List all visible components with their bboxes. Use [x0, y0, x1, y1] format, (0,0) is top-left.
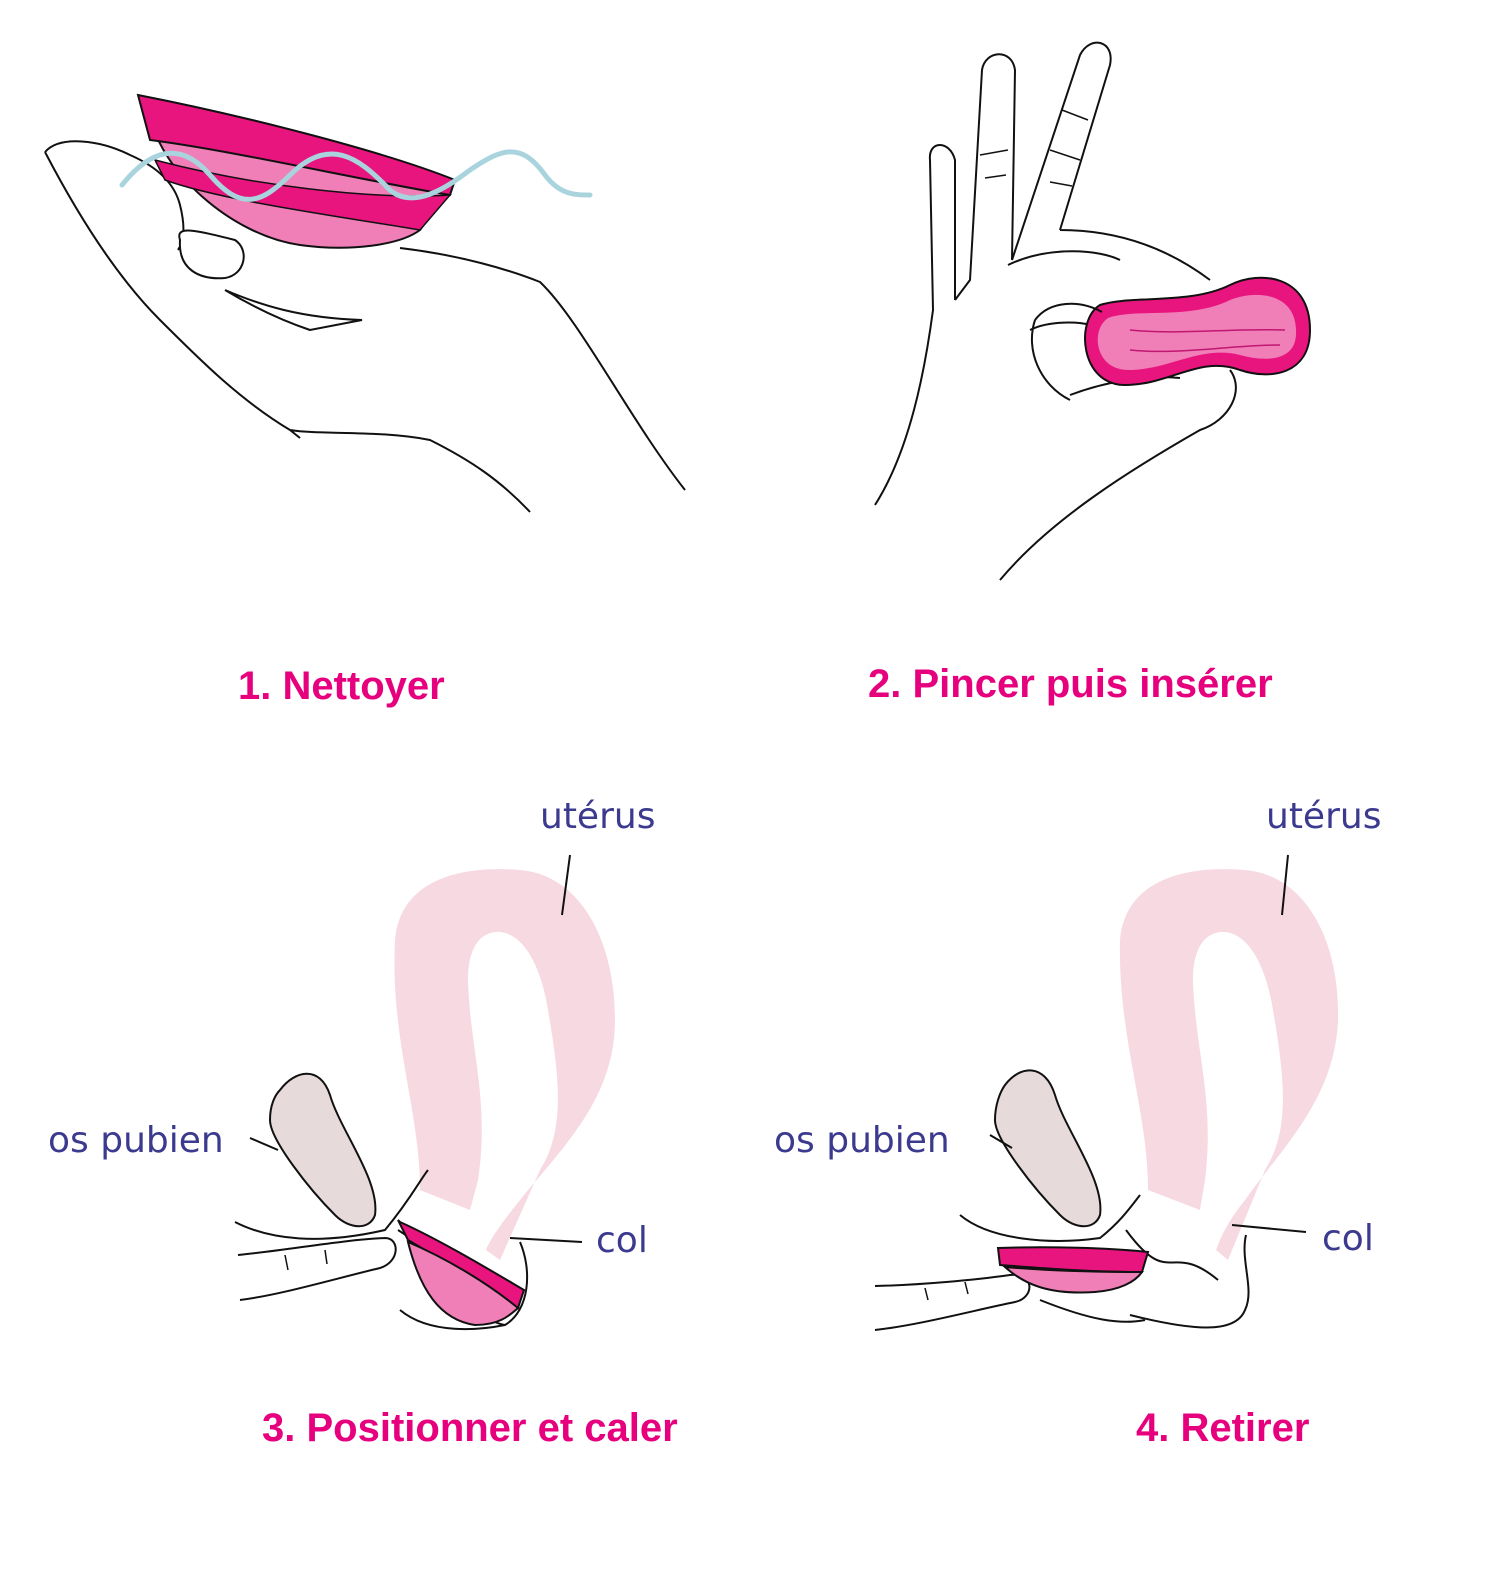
removal-illustration — [874, 854, 1339, 1331]
pinch-illustration — [874, 41, 1312, 581]
finger-creases — [284, 1249, 328, 1271]
palm-crease — [224, 289, 363, 332]
pubic-bone-label-2: os pubien — [774, 1120, 950, 1161]
thumb — [1030, 302, 1103, 401]
uterus-shape — [1119, 869, 1339, 1260]
cervix-label-2: col — [1322, 1218, 1374, 1259]
finger — [237, 1236, 397, 1301]
cup-dark-rim — [153, 158, 452, 231]
pubic-bone — [993, 1069, 1102, 1228]
cleaning-illustration — [44, 93, 686, 513]
step-4-label: 4. Retirer — [1136, 1406, 1310, 1450]
vaginal-canal-outline — [959, 1194, 1250, 1329]
water-wave — [119, 149, 593, 202]
uterus-shape — [394, 869, 615, 1260]
uterus-label: utérus — [540, 796, 656, 837]
finger-creases — [924, 1281, 969, 1301]
hand-fingers-outline — [874, 41, 1211, 506]
uterus-label-2: utérus — [1266, 796, 1382, 837]
pubic-bone-pointer — [989, 1134, 1013, 1149]
panel-step-4 — [750, 760, 1500, 1380]
cup-dark-band — [136, 93, 457, 197]
step-1-label: 1. Nettoyer — [238, 664, 445, 708]
cervix-label: col — [596, 1220, 648, 1261]
step-3-label: 3. Positionner et caler — [262, 1406, 678, 1450]
hand-lower-outline — [999, 250, 1237, 581]
uterus-pointer — [1281, 854, 1289, 916]
finger — [874, 1273, 1031, 1331]
cup-light-body — [406, 1240, 520, 1327]
panel-step-2 — [750, 0, 1500, 620]
knuckle-lines — [979, 109, 1089, 187]
cup-light-body — [1002, 1265, 1144, 1294]
step-2-label: 2. Pincer puis insérer — [868, 662, 1273, 706]
pubic-bone — [268, 1072, 377, 1228]
thumb — [178, 229, 245, 280]
positioning-illustration — [234, 854, 615, 1331]
pubic-bone-label: os pubien — [48, 1120, 224, 1161]
cup-fold-lines — [1129, 328, 1286, 353]
panel-step-3 — [0, 760, 750, 1380]
cervix-line — [1231, 1224, 1307, 1233]
pubic-bone-pointer — [249, 1137, 279, 1151]
cervix-line — [509, 1237, 583, 1243]
panel-step-1 — [0, 0, 750, 620]
canal-bottom — [399, 1309, 506, 1331]
uterus-pointer — [561, 854, 571, 916]
cup-dark-band — [996, 1246, 1150, 1274]
canal-bottom — [1039, 1299, 1146, 1323]
